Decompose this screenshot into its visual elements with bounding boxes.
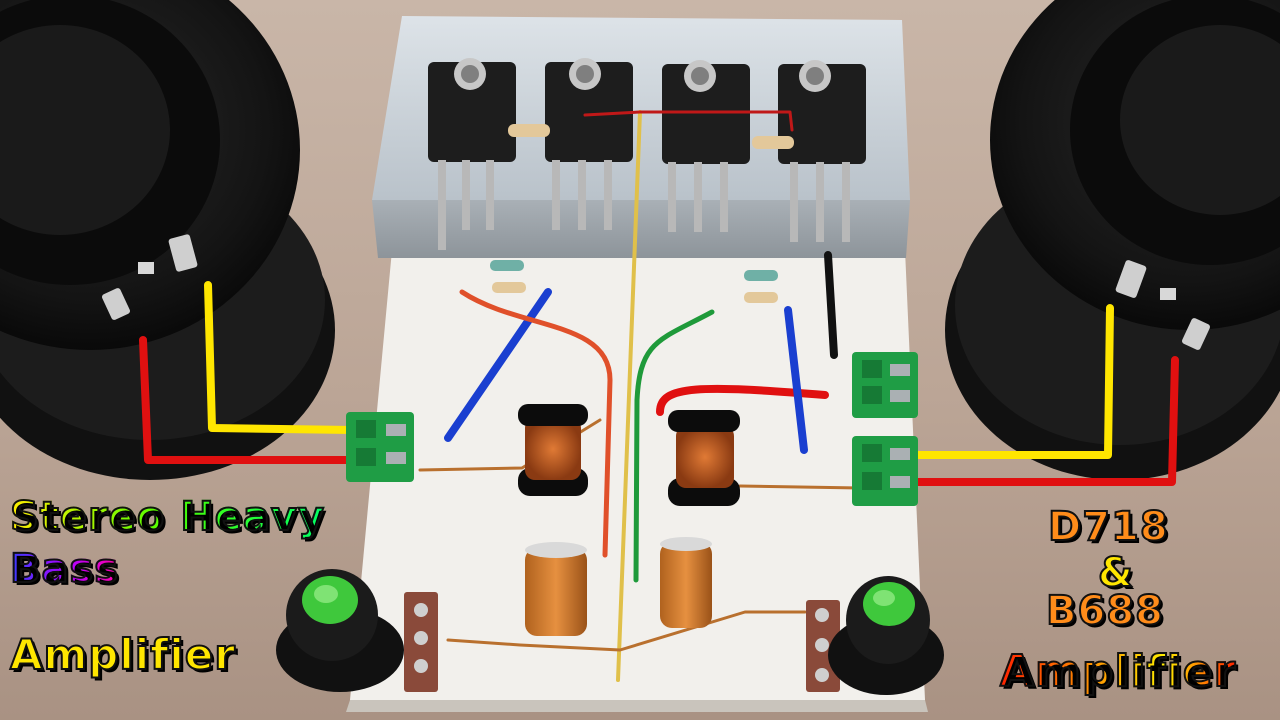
blue-wire-left xyxy=(444,288,552,442)
terminal-block-right-bottom xyxy=(852,436,918,506)
transistor-3 xyxy=(662,60,750,232)
right-speaker-yellow-wire xyxy=(912,304,1114,459)
red-top-wire xyxy=(583,110,794,132)
transistor-1 xyxy=(428,58,516,250)
inductors xyxy=(518,404,740,506)
caption-bass: Bass xyxy=(9,545,120,593)
terminal-block-left xyxy=(346,412,414,482)
black-wire xyxy=(824,251,838,359)
inductor-left xyxy=(518,404,588,496)
transistor-4 xyxy=(778,60,866,242)
left-speaker xyxy=(0,0,335,480)
copper-wire-bottom xyxy=(446,610,807,652)
right-speaker-red-wire xyxy=(912,356,1179,486)
capacitors xyxy=(525,537,712,636)
potentiometer-right xyxy=(806,576,944,695)
transistor-2 xyxy=(545,58,633,230)
caption-d718: D718 xyxy=(1047,503,1169,551)
blue-wire-right xyxy=(784,306,808,454)
terminal-block-right-top xyxy=(852,352,918,418)
green-wire xyxy=(633,309,715,583)
orange-wire-left xyxy=(459,289,613,558)
capacitor-right xyxy=(660,537,712,628)
copper-wire-right xyxy=(738,484,862,490)
center-yellow-wire xyxy=(616,110,642,682)
red-wire-right xyxy=(656,384,829,416)
caption-amplifier-left: Amplifier xyxy=(9,629,236,680)
terminal-blocks xyxy=(346,352,918,506)
caption-ampersand: & xyxy=(1097,549,1134,597)
inductor-right xyxy=(668,410,740,506)
wiring xyxy=(139,110,1179,682)
caption-b688: B688 xyxy=(1045,587,1164,635)
left-speaker-yellow-wire xyxy=(204,281,356,434)
potentiometers xyxy=(276,569,944,695)
caption-stereo-heavy: Stereo Heavy xyxy=(9,493,326,541)
resistors xyxy=(490,124,794,303)
caption-amplifier-right: Amplifier xyxy=(999,645,1237,698)
power-transistors xyxy=(428,58,866,250)
capacitor-left xyxy=(525,542,587,636)
potentiometer-left xyxy=(276,569,438,692)
left-speaker-red-wire xyxy=(139,336,356,464)
